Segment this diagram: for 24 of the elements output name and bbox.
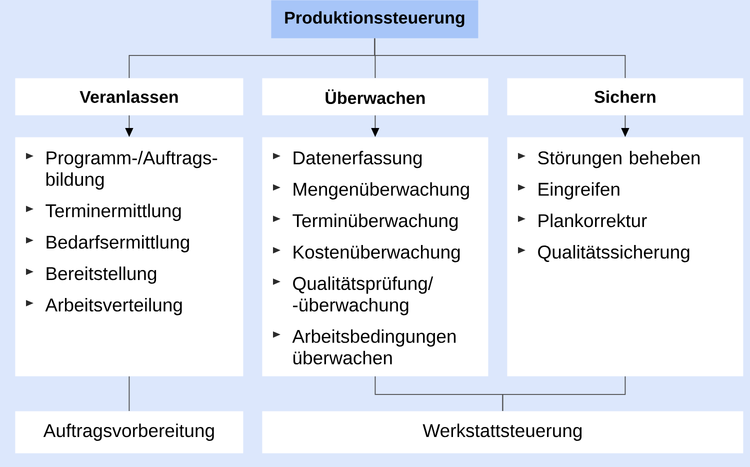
connector-line [374,38,626,78]
list-item: Qualitätssicherung [538,245,690,262]
list-item: Datenerfassung [294,150,422,168]
heading-box: Produktionssteuerung [271,0,478,38]
list-item: Eingreifen [538,182,620,200]
category-box: Veranlassen [15,78,244,116]
list-item: Qualitätsprüfung/ -überwachung [293,276,434,316]
category-box: Sichern [507,78,744,116]
list-item: Plankorrektur [538,214,647,228]
connector-line [502,376,626,412]
list-item: Kostenüberwachung [294,245,460,262]
category-box: Überwachen [262,78,488,116]
connector-line [128,376,130,412]
list-item: Störungen beheben [538,150,700,168]
list-item: Programm-/Auftrags- bildung [46,150,218,190]
list-item: Terminermittlung [46,204,181,221]
section-box: Werkstattsteuerung [262,411,744,454]
list-item: Bedarfsermittlung [46,235,189,252]
section-box: Auftragsvorbereitung [15,411,244,454]
list-item: Terminüberwachung [292,214,458,231]
list-item: Mengenüberwachung [294,182,469,200]
list-item: Bereitstellung [46,266,156,284]
list-item: Arbeitsverteilung [45,298,182,316]
list-item: Arbeitsbedingungen überwachen [292,329,456,364]
